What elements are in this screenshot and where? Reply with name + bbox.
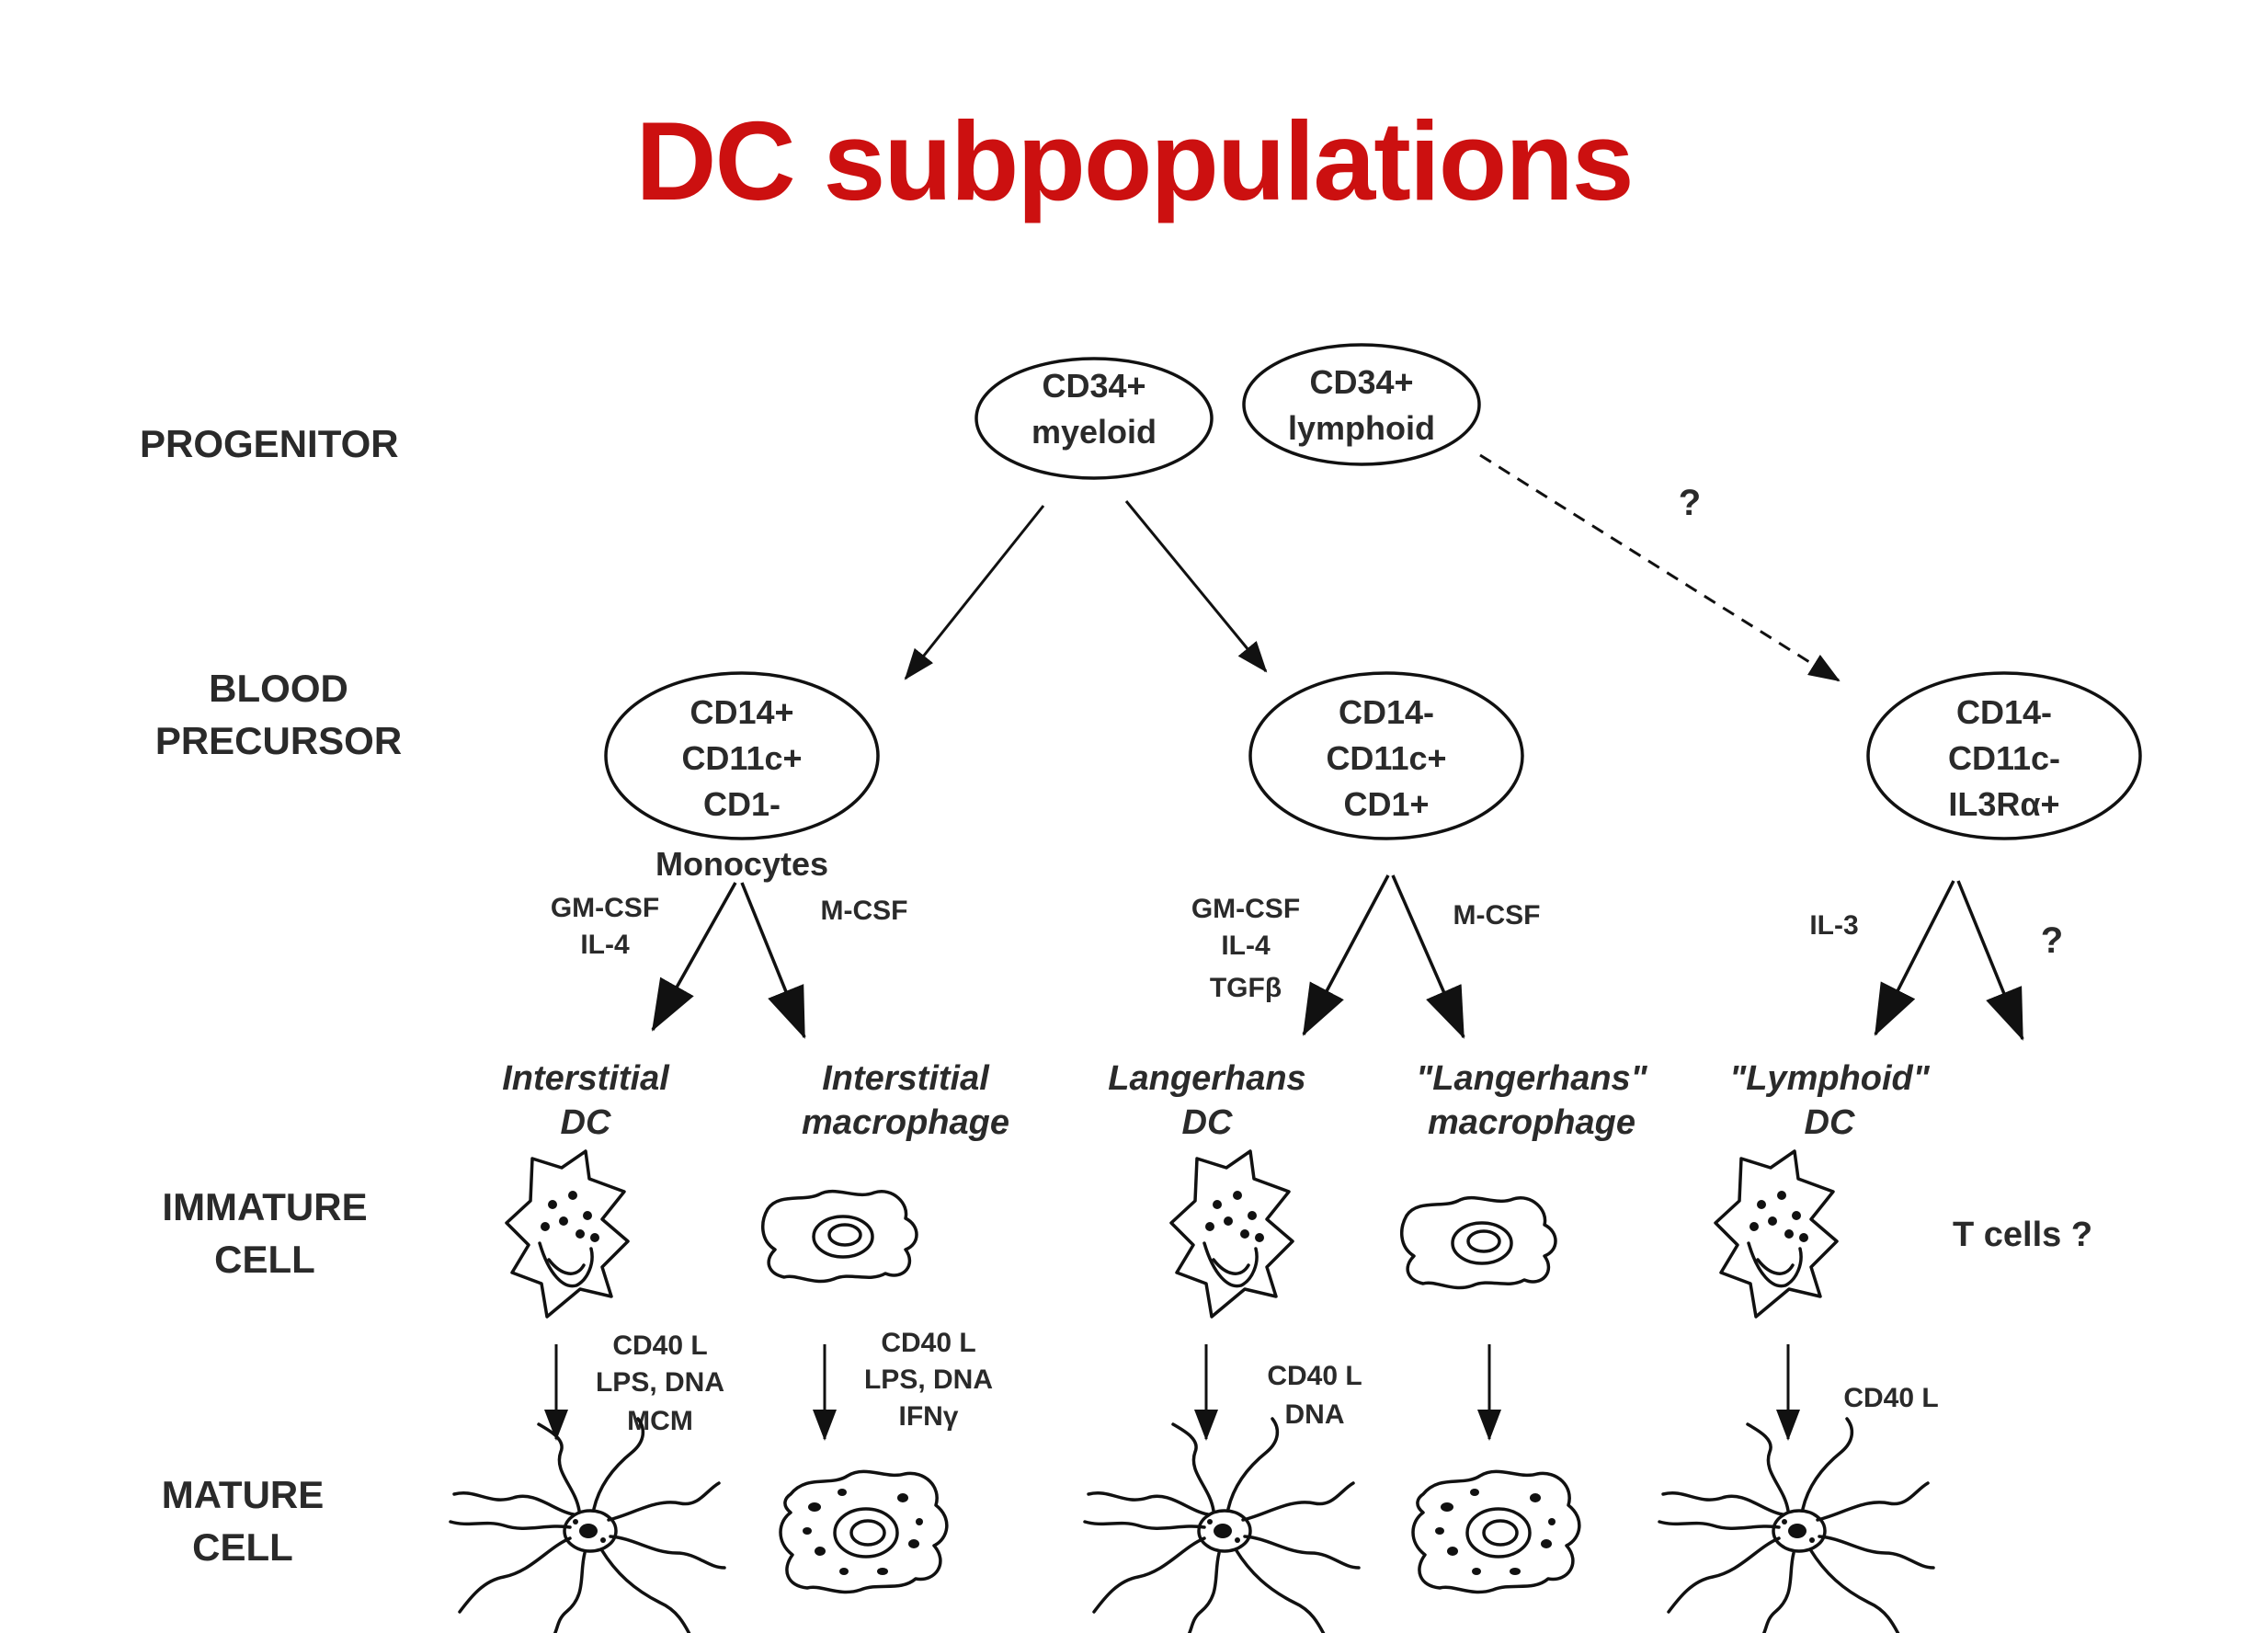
arrow-lymphoid-to-il3 [1479,453,1841,682]
svg-text:CD40 L: CD40 L [881,1328,975,1358]
stimuli-lc-dc: CD40 L DNA [1267,1361,1362,1430]
immature-lymphoid-dc-drawing [1714,1149,1839,1319]
monocytes-label: Monocytes [655,845,828,883]
immature-interstitial-macrophage-drawing [760,1189,918,1284]
label-langerhans-dc: Langerhans DC [1108,1059,1305,1142]
svg-text:CD1-: CD1- [703,785,781,823]
svg-text:IMMATURE: IMMATURE [162,1185,367,1228]
svg-text:DC: DC [1805,1103,1855,1142]
svg-text:CD1+: CD1+ [1343,785,1429,823]
factor-il3: IL-3 [1809,910,1858,941]
immature-interstitial-dc-drawing [505,1149,630,1319]
svg-text:Langerhans: Langerhans [1108,1059,1305,1098]
mature-langerhans-dc-drawing [1083,1417,1361,1633]
svg-text:macrophage: macrophage [802,1103,1009,1142]
node-cd34-myeloid: CD34+ myeloid [974,357,1214,480]
stimuli-int-mac: CD40 L LPS, DNA IFNγ [864,1328,993,1432]
svg-text:BLOOD: BLOOD [209,667,348,710]
svg-text:DC: DC [1182,1103,1233,1142]
label-t-cells: T cells ? [1953,1216,2092,1254]
immature-langerhans-macrophage-drawing [1399,1195,1557,1290]
label-interstitial-dc: Interstitial DC [502,1059,670,1142]
factor-m-csf-cd1: M-CSF [1453,900,1541,931]
svg-text:CD14-: CD14- [1956,693,2052,731]
svg-text:LPS, DNA: LPS, DNA [596,1367,724,1398]
svg-text:CD14-: CD14- [1339,693,1434,731]
svg-text:CD11c-: CD11c- [1948,739,2060,777]
level-mature-cell: MATURE CELL [162,1473,325,1569]
level-progenitor: PROGENITOR [140,422,399,465]
svg-text:CD11c+: CD11c+ [681,739,802,777]
node-cd1-precursor: CD14- CD11c+ CD1+ [1248,671,1524,840]
svg-text:GM-CSF: GM-CSF [551,893,659,923]
svg-text:CD40 L: CD40 L [1267,1361,1362,1391]
node-il3-precursor: CD14- CD11c- IL3Rα+ [1866,671,2142,840]
svg-text:DNA: DNA [1285,1399,1345,1430]
svg-text:Interstitial: Interstitial [822,1059,990,1098]
page-title: DC subpopulations [635,98,1634,223]
svg-text:TGFβ: TGFβ [1210,973,1282,1003]
svg-text:CELL: CELL [192,1525,293,1569]
svg-text:"Langerhans": "Langerhans" [1416,1059,1647,1098]
svg-text:"Lymphoid": "Lymphoid" [1729,1059,1931,1098]
node-cd34-lymphoid: CD34+ lymphoid [1242,343,1481,466]
mature-interstitial-dc-drawing [449,1417,726,1633]
svg-text:IFNγ: IFNγ [898,1401,958,1432]
arrow-myeloid-to-monocyte [904,505,1045,680]
arrow-il3-to-unknown [1956,880,2024,1041]
svg-text:IL-4: IL-4 [580,930,630,960]
svg-text:IL-4: IL-4 [1221,931,1271,961]
stimuli-int-dc: CD40 L LPS, DNA MCM [596,1330,724,1436]
stimuli-lym-dc: CD40 L [1843,1383,1938,1413]
svg-text:MATURE: MATURE [162,1473,325,1516]
mature-langerhans-macrophage-drawing [1411,1469,1581,1594]
factors-gm-csf-il4: GM-CSF IL-4 [551,893,659,960]
mature-interstitial-macrophage-drawing [779,1469,949,1594]
svg-text:CD34+: CD34+ [1309,363,1413,401]
svg-text:CD14+: CD14+ [690,693,793,731]
question-il3-branch: ? [2041,920,2063,961]
arrow-myeloid-to-cd1 [1124,500,1268,673]
svg-text:CD40 L: CD40 L [612,1330,707,1361]
node-monocyte-precursor: CD14+ CD11c+ CD1- [604,671,880,840]
svg-text:lymphoid: lymphoid [1288,409,1435,447]
level-blood-precursor: BLOOD PRECURSOR [155,667,402,762]
svg-text:IL3Rα+: IL3Rα+ [1948,785,2059,823]
arrow-monocyte-to-int-mac [740,882,806,1039]
svg-text:GM-CSF: GM-CSF [1191,894,1300,924]
svg-text:CELL: CELL [214,1238,315,1281]
svg-text:MCM: MCM [627,1406,693,1436]
arrow-il3-to-lym-dc [1874,880,1955,1036]
question-lymphoid-path: ? [1679,483,1701,523]
arrow-monocyte-to-int-dc [651,882,737,1032]
immature-langerhans-dc-drawing [1169,1149,1294,1319]
svg-text:DC: DC [561,1103,611,1142]
level-immature-cell: IMMATURE CELL [162,1185,367,1281]
label-langerhans-macrophage: "Langerhans" macrophage [1416,1059,1647,1142]
svg-text:Interstitial: Interstitial [502,1059,670,1098]
svg-text:CD34+: CD34+ [1042,367,1145,405]
label-interstitial-macrophage: Interstitial macrophage [802,1059,1009,1142]
svg-text:myeloid: myeloid [1031,413,1157,451]
arrow-cd1-to-lc-mac [1391,874,1465,1039]
arrow-cd1-to-lc-dc [1302,874,1390,1036]
mature-lymphoid-dc-drawing [1658,1417,1935,1633]
svg-text:macrophage: macrophage [1428,1103,1635,1142]
svg-text:CD11c+: CD11c+ [1326,739,1446,777]
svg-text:LPS, DNA: LPS, DNA [864,1365,993,1395]
factor-m-csf-monocyte: M-CSF [821,896,908,926]
factors-gm-csf-il4-tgfb: GM-CSF IL-4 TGFβ [1191,894,1300,1003]
svg-text:PRECURSOR: PRECURSOR [155,719,402,762]
label-lymphoid-dc: "Lymphoid" DC [1729,1059,1931,1142]
